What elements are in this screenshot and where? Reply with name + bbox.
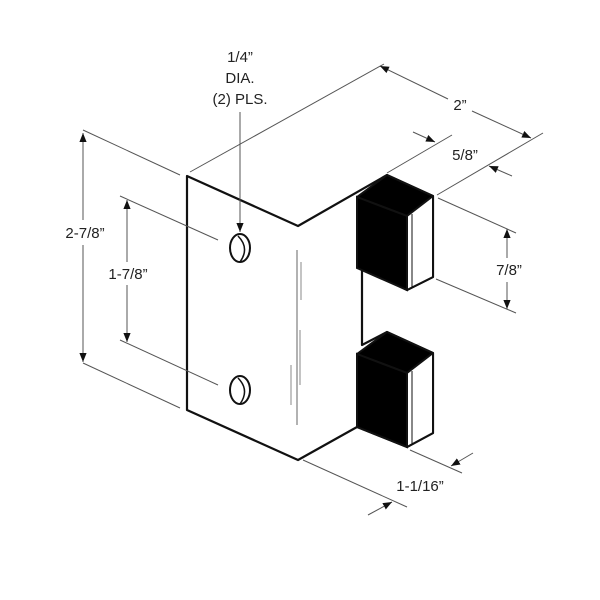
mounting-hole-bottom xyxy=(229,375,251,405)
dimension-plate-offset: 1-1/16” xyxy=(302,449,474,516)
dimension-overall-height: 2-7/8” xyxy=(65,129,181,409)
callout-dia: DIA. xyxy=(225,70,254,87)
dim-block-height-label: 7/8” xyxy=(496,262,522,279)
bumper-block-bottom xyxy=(356,331,434,449)
dim-hole-spacing-label: 1-7/8” xyxy=(108,266,147,283)
dim-plate-offset-label: 1-1/16” xyxy=(396,478,444,495)
dimension-block-depth: 5/8” xyxy=(386,131,513,177)
dimension-block-height: 7/8” xyxy=(435,197,522,314)
bumper-block-top xyxy=(356,174,434,292)
dim-block-depth-label: 5/8” xyxy=(452,147,478,164)
mounting-hole-top xyxy=(229,233,251,263)
dim-overall-depth-label: 2” xyxy=(453,97,466,114)
callout-places: (2) PLS. xyxy=(212,91,267,108)
callout-size: 1/4” xyxy=(227,49,253,66)
dimension-overall-depth: 2” xyxy=(189,63,544,196)
dim-overall-height-label: 2-7/8” xyxy=(65,225,104,242)
dimension-hole-spacing: 1-7/8” xyxy=(108,195,219,386)
hole-callout: 1/4” DIA. (2) PLS. xyxy=(212,49,268,232)
